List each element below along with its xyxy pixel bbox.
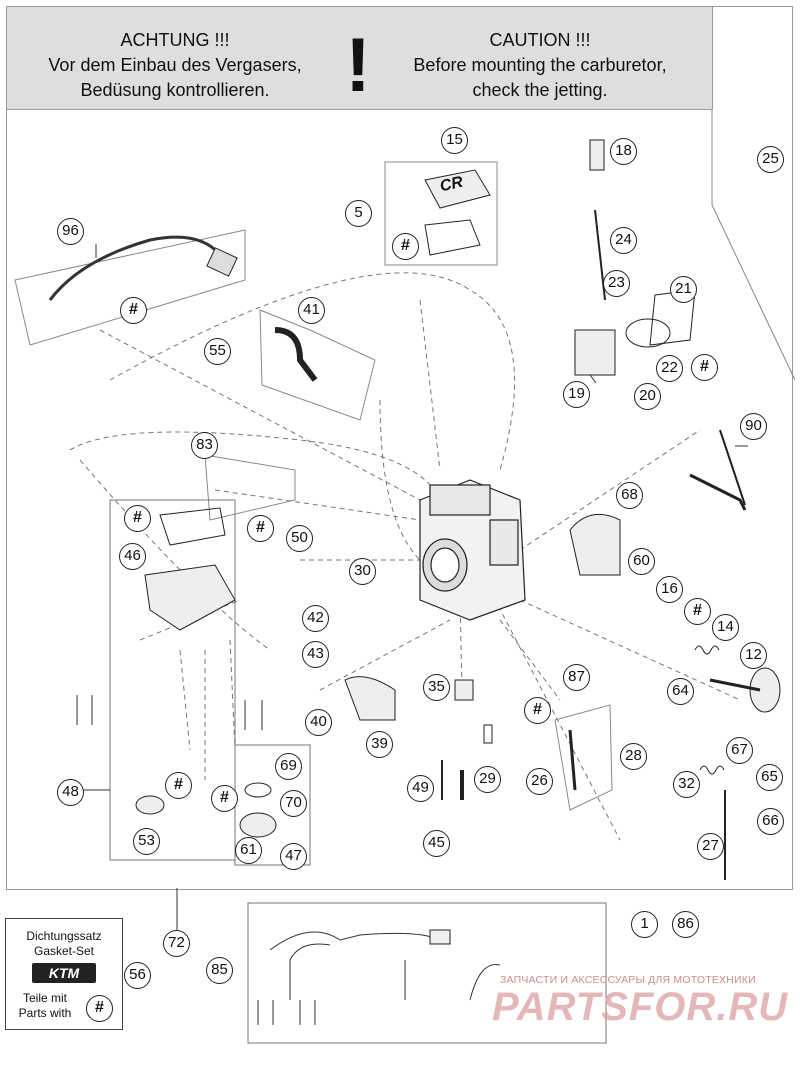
callout-70: 70 xyxy=(280,790,307,817)
warning-de-line2: Bedüsung kontrollieren. xyxy=(80,80,270,100)
warning-en-line2: check the jetting. xyxy=(472,80,608,100)
callout-47: 47 xyxy=(280,843,307,870)
callout-24: 24 xyxy=(610,227,637,254)
callout-83: 83 xyxy=(191,432,218,459)
callout-1: 1 xyxy=(631,911,658,938)
callout-12: 12 xyxy=(740,642,767,669)
watermark-logo: PARTSFOR.RU xyxy=(492,985,789,1029)
callout-90: 90 xyxy=(740,413,767,440)
callout-69: 69 xyxy=(275,753,302,780)
watermark-subtitle: ЗАПЧАСТИ И АКСЕССУАРЫ ДЛЯ МОТОТЕХНИКИ xyxy=(500,974,756,986)
gasket-set-line1: Dichtungssatz xyxy=(26,929,102,943)
callout-27: 27 xyxy=(697,833,724,860)
callout-65: 65 xyxy=(756,764,783,791)
callout-64: 64 xyxy=(667,678,694,705)
callout-22: 22 xyxy=(656,355,683,382)
hash-callout: # xyxy=(247,515,274,542)
callout-72: 72 xyxy=(163,930,190,957)
exclamation-icon: ! xyxy=(345,23,371,108)
callout-20: 20 xyxy=(634,383,661,410)
warning-en: CAUTION !!! Before mounting the carburet… xyxy=(380,28,700,103)
callout-41: 41 xyxy=(298,297,325,324)
hash-callout: # xyxy=(124,505,151,532)
callout-42: 42 xyxy=(302,605,329,632)
callout-55: 55 xyxy=(204,338,231,365)
callout-45: 45 xyxy=(423,830,450,857)
callout-15: 15 xyxy=(441,127,468,154)
hash-callout: # xyxy=(691,354,718,381)
callout-67: 67 xyxy=(726,737,753,764)
hash-callout: # xyxy=(120,297,147,324)
hash-callout: # xyxy=(684,598,711,625)
callout-39: 39 xyxy=(366,731,393,758)
callout-50: 50 xyxy=(286,525,313,552)
gasket-set-line4: Parts with xyxy=(18,1006,72,1020)
warning-de-line1: Vor dem Einbau des Vergasers, xyxy=(48,55,302,75)
callout-96: 96 xyxy=(57,218,84,245)
callout-21: 21 xyxy=(670,276,697,303)
warning-en-title: CAUTION !!! xyxy=(489,30,591,50)
callout-48: 48 xyxy=(57,779,84,806)
hash-callout: # xyxy=(165,772,192,799)
callout-35: 35 xyxy=(423,674,450,701)
hash-callout: # xyxy=(211,785,238,812)
callout-46: 46 xyxy=(119,543,146,570)
hash-callout: # xyxy=(392,233,419,260)
callout-66: 66 xyxy=(757,808,784,835)
callout-86: 86 xyxy=(672,911,699,938)
callout-87: 87 xyxy=(563,664,590,691)
callout-68: 68 xyxy=(616,482,643,509)
callout-19: 19 xyxy=(563,381,590,408)
callout-25: 25 xyxy=(757,146,784,173)
callout-29: 29 xyxy=(474,766,501,793)
callout-28: 28 xyxy=(620,743,647,770)
callout-60: 60 xyxy=(628,548,655,575)
callout-49: 49 xyxy=(407,775,434,802)
callout-16: 16 xyxy=(656,576,683,603)
callout-40: 40 xyxy=(305,709,332,736)
callout-53: 53 xyxy=(133,828,160,855)
warning-de-title: ACHTUNG !!! xyxy=(120,30,230,50)
gasket-set-line3: Teile mit xyxy=(22,991,67,1005)
callout-26: 26 xyxy=(526,768,553,795)
callout-43: 43 xyxy=(302,641,329,668)
gasket-set-box: Dichtungssatz Gasket-Set KTM Teile mit P… xyxy=(5,918,123,1030)
callout-61: 61 xyxy=(235,837,262,864)
callout-30: 30 xyxy=(349,558,376,585)
callout-23: 23 xyxy=(603,270,630,297)
callout-18: 18 xyxy=(610,138,637,165)
callout-14: 14 xyxy=(712,614,739,641)
warning-de: ACHTUNG !!! Vor dem Einbau des Vergasers… xyxy=(10,28,340,103)
hash-callout: # xyxy=(86,995,113,1022)
warning-en-line1: Before mounting the carburetor, xyxy=(413,55,667,75)
callout-56: 56 xyxy=(124,962,151,989)
callout-85: 85 xyxy=(206,957,233,984)
gasket-set-line2: Gasket-Set xyxy=(33,944,95,958)
warning-banner xyxy=(6,6,713,110)
callout-5: 5 xyxy=(345,200,372,227)
hash-callout: # xyxy=(524,697,551,724)
callout-32: 32 xyxy=(673,771,700,798)
ktm-logo: KTM xyxy=(32,963,96,983)
